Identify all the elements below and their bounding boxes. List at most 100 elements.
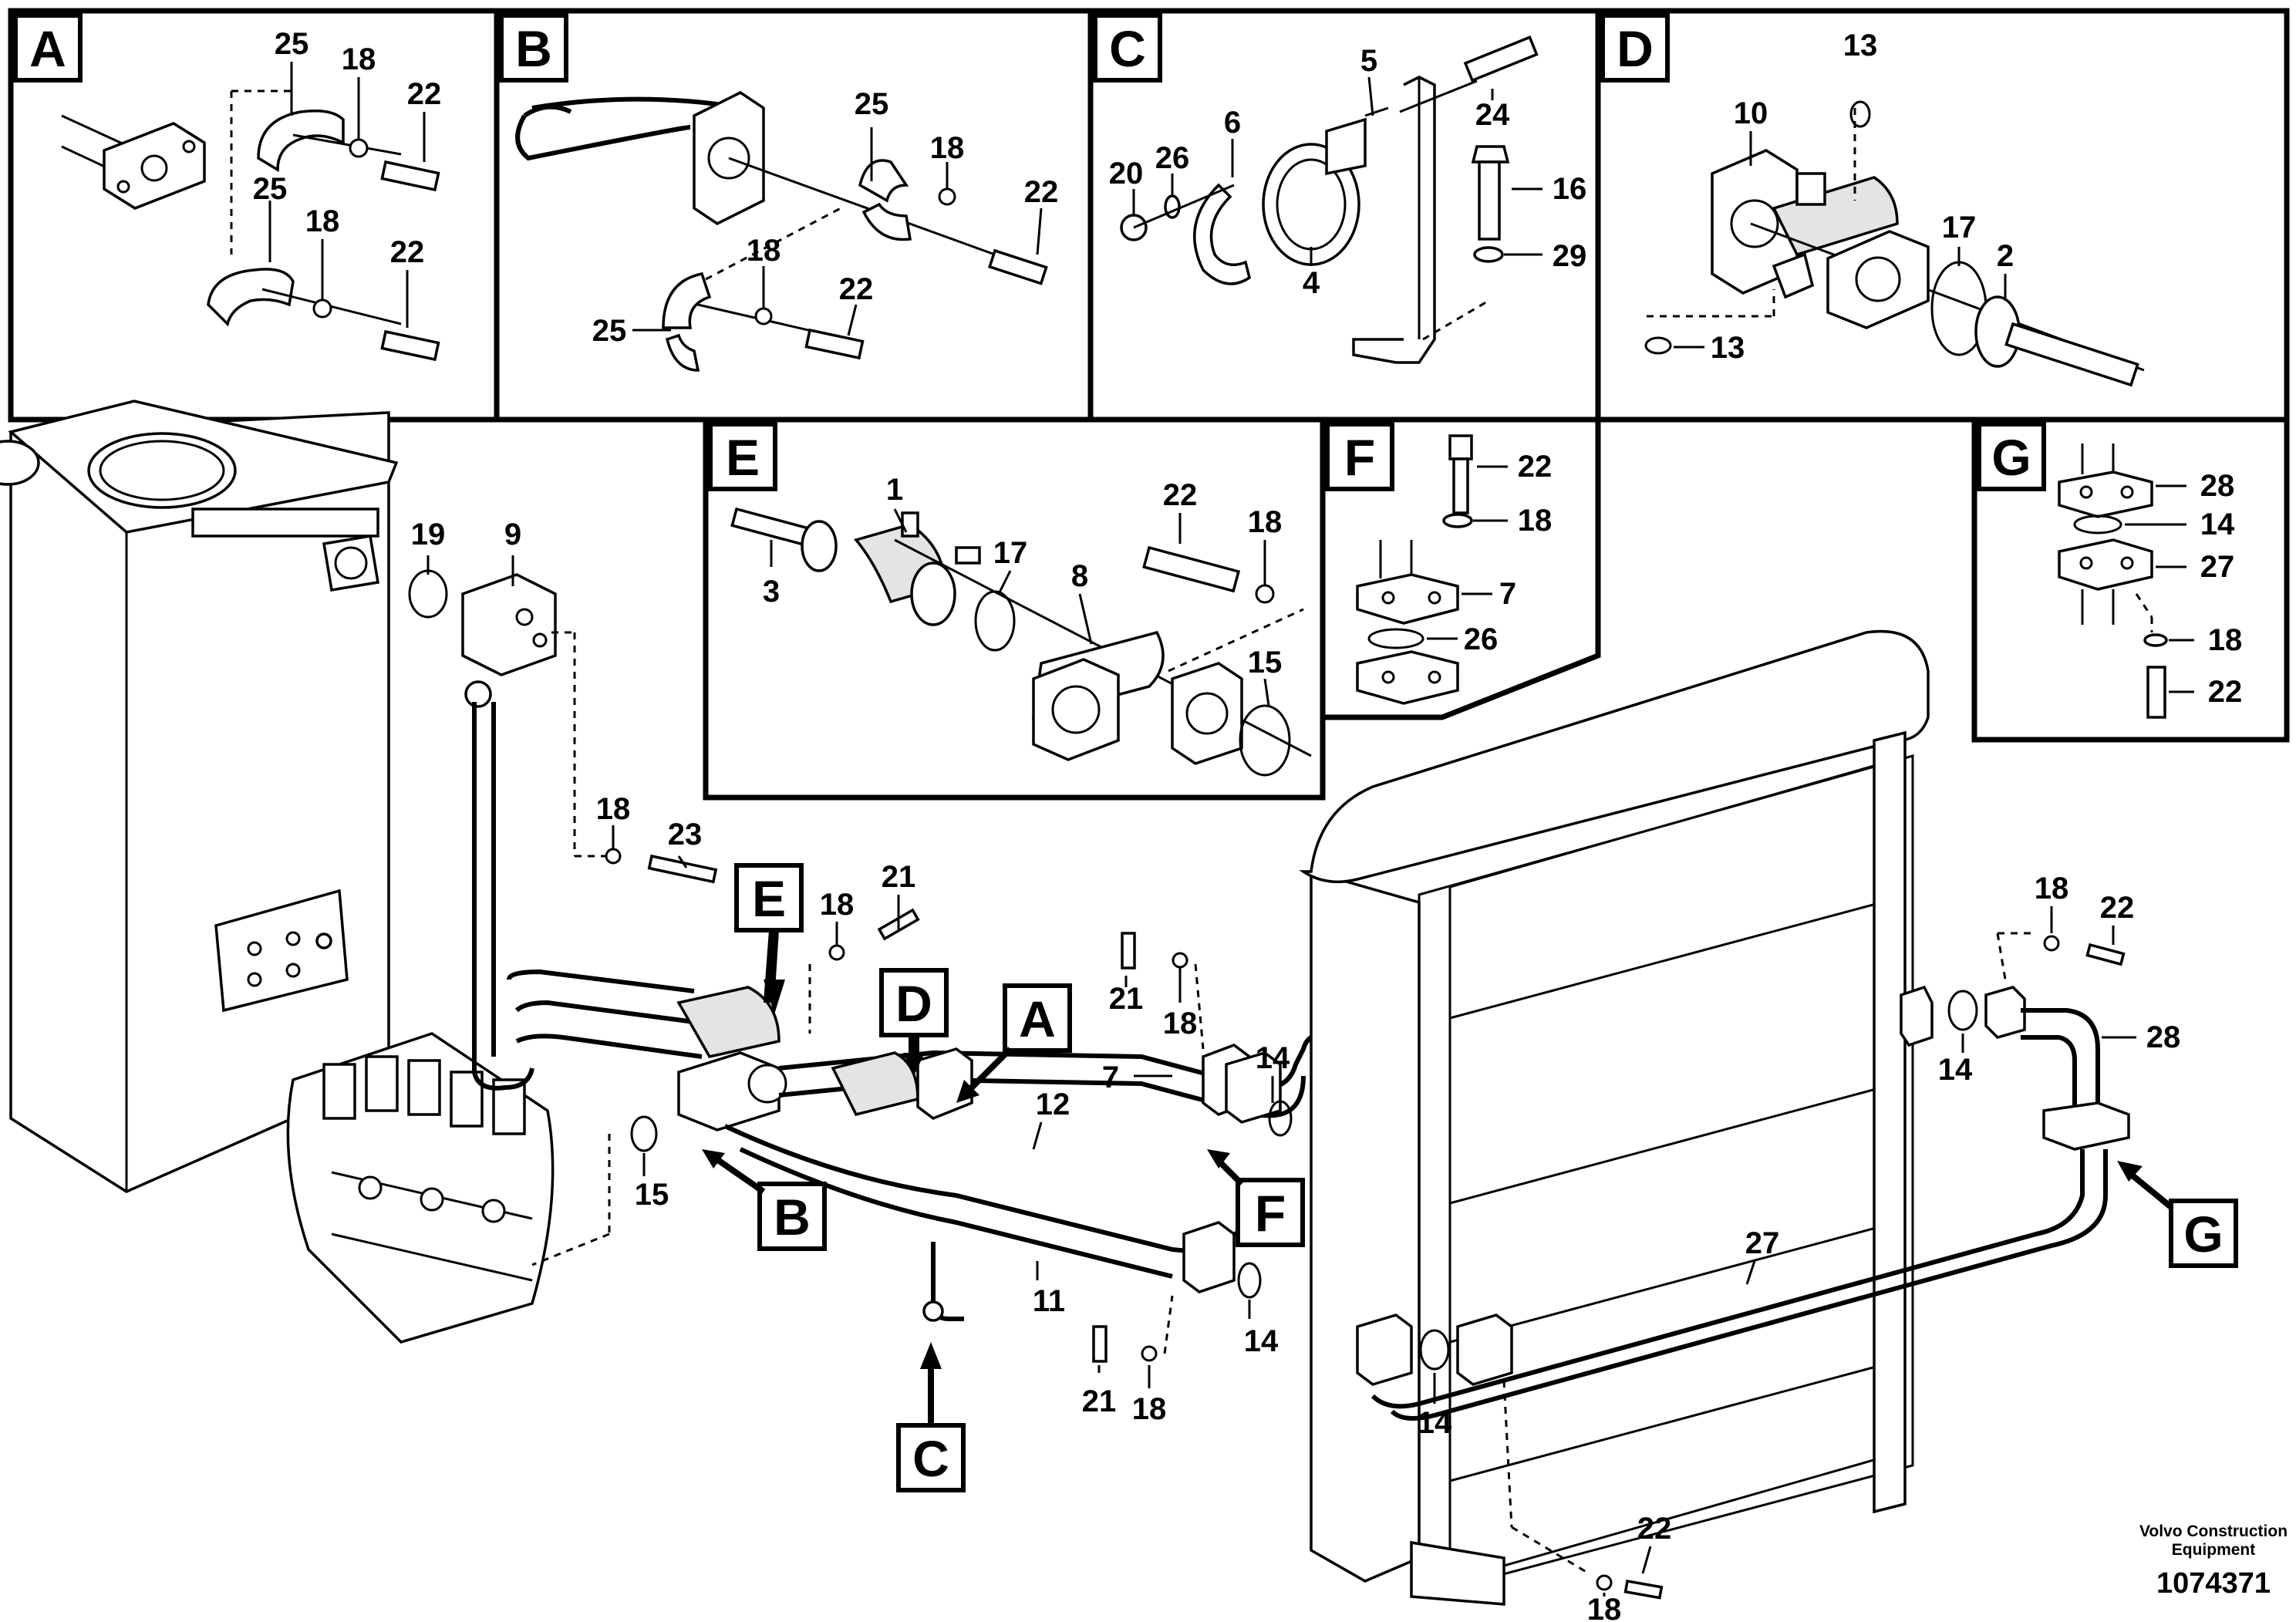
main-assembly-view: E D A B F C	[0, 400, 2238, 1622]
detail-panel-e: E 1 22 18 3 17 8	[703, 416, 1326, 801]
callout: 3	[763, 575, 780, 609]
callout: 17	[1942, 211, 1977, 244]
callout: 18	[747, 234, 781, 268]
callout: 19	[411, 518, 446, 551]
view-marker-letter: B	[774, 1189, 811, 1246]
callout: 2	[1997, 239, 2014, 273]
callout: 24	[1475, 98, 1510, 132]
panel-letter-a: A	[29, 20, 66, 77]
control-valve	[286, 1032, 555, 1344]
callout: 23	[668, 818, 703, 851]
callout: 25	[592, 314, 627, 348]
callout: 6	[1224, 106, 1241, 140]
callout: 12	[1036, 1088, 1070, 1121]
callout: 22	[2208, 675, 2243, 709]
callout: 10	[1734, 96, 1768, 130]
panel-letter-b: B	[515, 20, 552, 77]
callout: 25	[253, 172, 288, 206]
view-marker-f: F	[1207, 1149, 1305, 1247]
callout: 14	[1244, 1324, 1279, 1358]
callout: 22	[839, 272, 874, 306]
view-marker-g: G	[2117, 1161, 2238, 1268]
callout: 14	[2200, 508, 2235, 541]
callout: 22	[1637, 1512, 1672, 1546]
panel-letter-d: D	[1617, 20, 1654, 77]
detail-panel-d: D 13 10 17 2 13	[1595, 8, 2290, 423]
drawing-number: 1074371	[2156, 1567, 2271, 1600]
callout: 18	[342, 42, 376, 76]
callout: 7	[1102, 1061, 1119, 1094]
callout: 22	[407, 77, 442, 111]
callout: 14	[1938, 1053, 1973, 1087]
view-marker-a: A	[956, 983, 1072, 1103]
callout: 18	[1587, 1593, 1622, 1622]
view-marker-letter: G	[2183, 1206, 2223, 1263]
view-marker-c: C	[896, 1342, 966, 1492]
callout: 8	[1071, 559, 1088, 593]
callout: 18	[1518, 504, 1553, 538]
cooler-frame	[1299, 629, 1930, 1606]
callout: 18	[820, 888, 855, 922]
callout: 18	[305, 204, 340, 238]
view-marker-e: E	[734, 863, 804, 1014]
callout: 21	[882, 860, 916, 894]
callout: 14	[1256, 1041, 1290, 1075]
callout: 22	[1024, 175, 1059, 209]
callout: 21	[1109, 982, 1144, 1016]
view-marker-letter: A	[1019, 990, 1056, 1047]
callout: 5	[1360, 44, 1377, 78]
panel-letter-e: E	[726, 429, 760, 486]
callout: 18	[930, 131, 965, 165]
callout: 28	[2146, 1020, 2181, 1054]
callout: 20	[1109, 157, 1144, 191]
title-block: Volvo Construction Equipment 1074371	[2139, 1523, 2288, 1600]
callout: 18	[2035, 872, 2069, 905]
callout: 17	[993, 536, 1028, 570]
view-marker-letter: E	[752, 870, 786, 927]
callout: 26	[1155, 141, 1190, 175]
callout: 9	[504, 518, 521, 551]
callout: 16	[1553, 172, 1587, 206]
view-marker-d: D	[879, 968, 949, 1076]
callout: 15	[635, 1178, 669, 1212]
callout: 18	[1132, 1392, 1167, 1426]
view-marker-b: B	[702, 1149, 827, 1251]
callout: 4	[1303, 266, 1320, 300]
callout: 18	[2208, 623, 2243, 657]
callout: 15	[1248, 646, 1283, 679]
callout: 18	[1163, 1007, 1198, 1040]
view-marker-letter: C	[912, 1430, 949, 1487]
callout: 22	[1163, 478, 1198, 512]
callout: 18	[596, 792, 631, 826]
panel-letter-g: G	[1991, 429, 2031, 486]
view-marker-letter: D	[895, 975, 932, 1032]
callout: 27	[1745, 1226, 1780, 1260]
callout: 21	[1082, 1384, 1117, 1418]
detail-panel-b: B 25 18 22 25 18 22	[494, 8, 1094, 423]
callout: 27	[2200, 550, 2235, 584]
detail-panel-a: A 25 18 22 25 18 22	[8, 8, 500, 423]
callout: 25	[855, 87, 889, 121]
callout: 1	[886, 473, 903, 507]
callout: 28	[2200, 469, 2235, 503]
callout: 18	[1248, 505, 1283, 539]
callout: 26	[1464, 622, 1499, 656]
callout: 11	[1033, 1284, 1065, 1318]
callout: 22	[2100, 891, 2135, 925]
detail-panel-c: C 5 24 6 26 20 16	[1087, 8, 1601, 423]
hydraulic-tank	[0, 400, 399, 1193]
callout: 7	[1499, 577, 1516, 611]
view-marker-letter: F	[1255, 1185, 1286, 1242]
panel-letter-f: F	[1344, 429, 1375, 486]
company-name-line2: Equipment	[2172, 1541, 2256, 1559]
detail-panel-g: G 28 14 27 18 22	[1971, 416, 2290, 743]
company-name-line1: Volvo Construction	[2139, 1523, 2288, 1540]
panel-letter-c: C	[1109, 20, 1146, 77]
detail-panel-f: F 22 18 7 26	[1320, 416, 1601, 720]
callout: 14	[1418, 1406, 1452, 1440]
callout: 13	[1711, 331, 1745, 365]
callout: 22	[1518, 450, 1553, 484]
callout: 22	[390, 235, 425, 269]
callout: 25	[275, 27, 309, 61]
